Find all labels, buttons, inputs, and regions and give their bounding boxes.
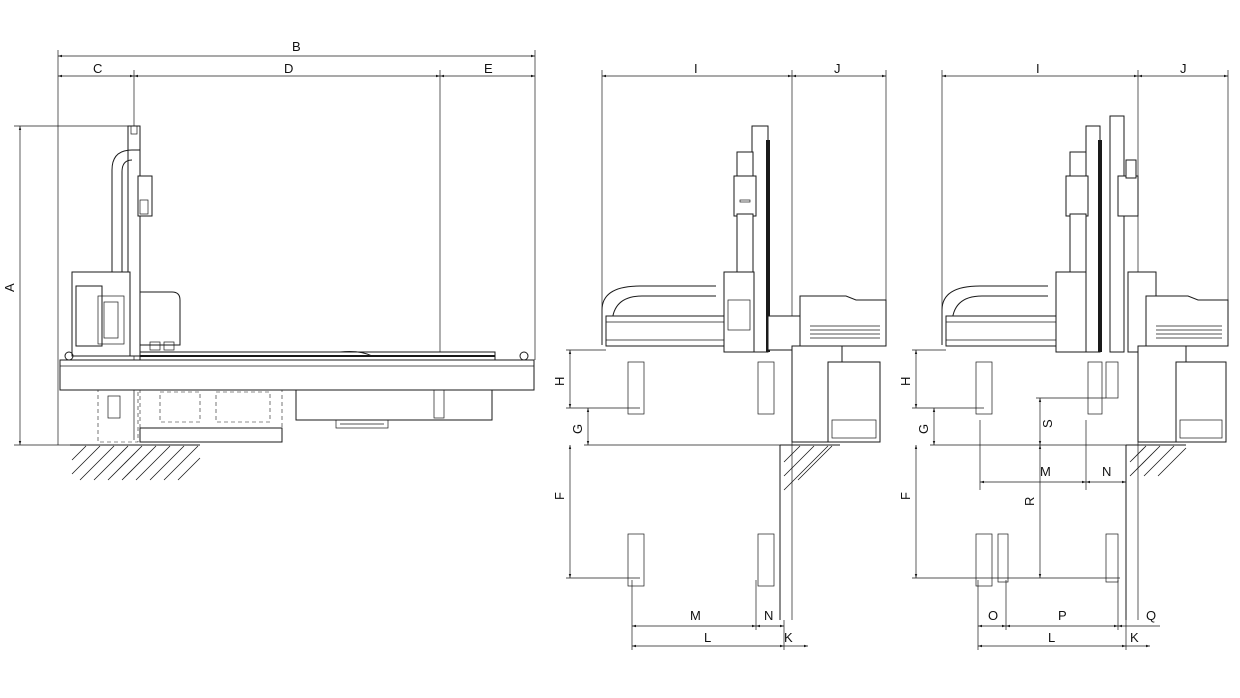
label-h-right: H [898,377,913,386]
label-p: P [1058,608,1067,623]
label-q: Q [1146,608,1156,623]
floor-hatch-middle [783,445,833,491]
label-j-right: J [1180,61,1187,76]
label-g-right: G [916,424,931,434]
label-d: D [284,61,293,76]
label-l: L [704,630,711,645]
label-o: O [988,608,998,623]
middle-view: I J H G F M N L K [552,61,887,650]
right-view: I J H G F S R M N O P Q L K [898,61,1229,650]
label-a: A [2,283,17,292]
label-k: K [784,630,793,645]
label-h: H [552,377,567,386]
label-m: M [690,608,701,623]
floor-hatch-left [71,445,201,481]
label-n: N [764,608,773,623]
label-c: C [93,61,102,76]
label-i-right: I [1036,61,1040,76]
label-k-right: K [1130,630,1139,645]
label-s: S [1040,419,1055,428]
label-m-right: M [1040,464,1051,479]
label-n-right: N [1102,464,1111,479]
label-l-right: L [1048,630,1055,645]
left-view: B C D E A [2,39,536,481]
label-f-right: F [898,492,913,500]
label-r: R [1022,497,1037,506]
label-f: F [552,492,567,500]
label-i: I [694,61,698,76]
label-j: J [834,61,841,76]
label-b: B [292,39,301,54]
label-g: G [570,424,585,434]
floor-hatch-right [1129,445,1187,477]
label-e: E [484,61,493,76]
